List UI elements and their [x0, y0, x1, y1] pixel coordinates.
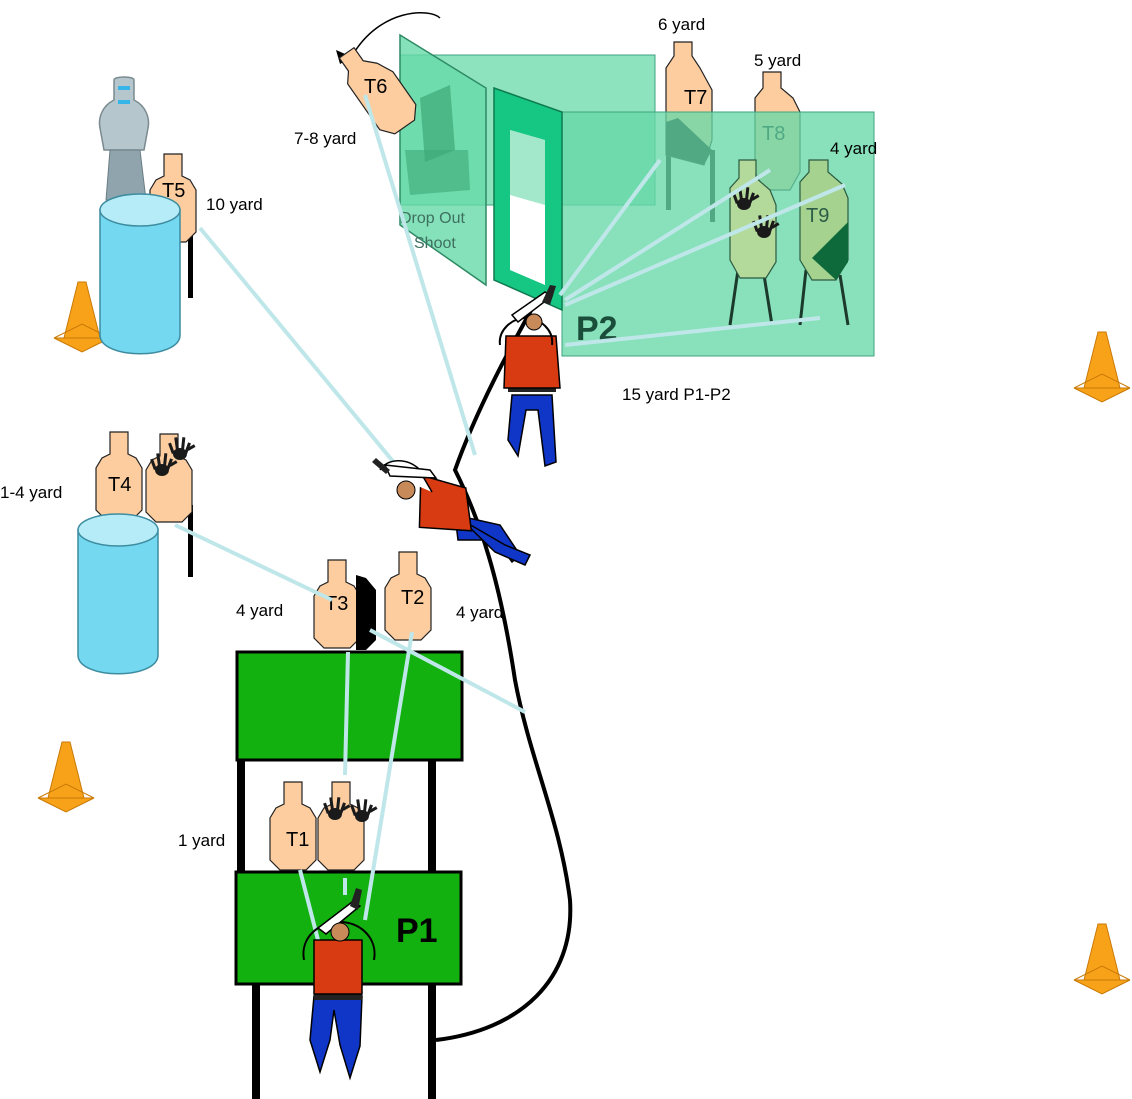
drop-out-label-line1: Drop Out	[400, 210, 465, 227]
sight-lines	[174, 94, 846, 941]
distance-t6: 7-8 yard	[294, 129, 356, 148]
distance-t7: 6 yard	[658, 15, 705, 34]
distance-t2: 4 yard	[456, 603, 503, 622]
distance-p1-p2: 15 yard P1-P2	[622, 385, 731, 404]
distance-t3: 4 yard	[236, 601, 283, 620]
shooter-p2	[498, 285, 561, 468]
target-t5-label: T5	[162, 180, 185, 202]
barrel-t5	[99, 193, 181, 355]
drop-out-label-line2: Shoot	[414, 235, 456, 252]
target-t4-label: T4	[108, 474, 131, 496]
distance-t8: 5 yard	[754, 51, 801, 70]
traffic-cone-2	[1073, 331, 1131, 403]
target-t4: T4	[95, 431, 196, 577]
movement-path	[435, 279, 573, 1042]
target-t7-label: T7	[684, 87, 707, 109]
distance-t9: 4 yard	[830, 139, 877, 158]
traffic-cone-4	[1073, 923, 1131, 995]
target-t1: T1	[269, 781, 378, 871]
target-t6-label: T6	[364, 76, 387, 98]
target-t5: T5	[149, 153, 197, 298]
distance-t5: 10 yard	[206, 195, 263, 214]
port-wall	[493, 86, 563, 312]
target-t3: T3	[313, 559, 376, 650]
drop-out-wall: Drop Out Shoot	[399, 33, 487, 287]
position-p1-label: P1	[396, 912, 438, 950]
target-t6: T6	[336, 12, 441, 135]
target-t2: T2	[384, 551, 432, 641]
distance-t4: 1-4 yard	[0, 483, 62, 502]
barrel-t4	[77, 513, 159, 675]
target-t1-label: T1	[286, 829, 309, 851]
shooter-moving	[372, 458, 532, 566]
distance-t1: 1 yard	[178, 831, 225, 850]
t5-prop	[98, 76, 150, 201]
target-t2-label: T2	[401, 587, 424, 609]
target-t9-label: T9	[806, 205, 829, 227]
shooter-p1	[302, 888, 376, 1081]
traffic-cone-3	[37, 741, 95, 813]
